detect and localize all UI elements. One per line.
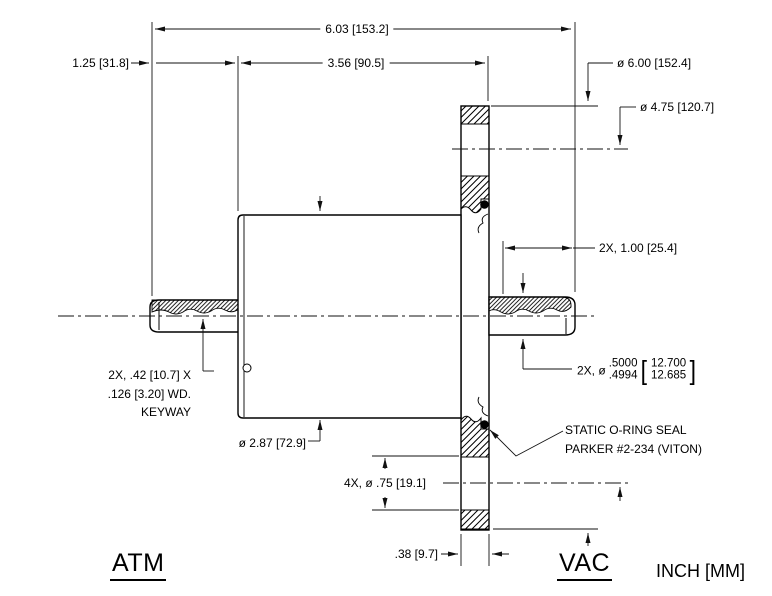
extension-lines (151, 22, 598, 566)
dim-bolt-holes: 4X, ø .75 [19.1] (341, 476, 429, 490)
dim-left-shaft-length: 1.25 [31.8] (72, 56, 129, 70)
flange-section (460, 105, 490, 531)
dim-body-length: 3.56 [90.5] (322, 56, 390, 70)
open-bracket: [ (641, 355, 648, 385)
centerlines (58, 148, 628, 484)
dim-overall-length: 6.03 [153.2] (320, 22, 394, 36)
oring-cross-sections (480, 200, 489, 429)
close-bracket: ] (689, 355, 697, 385)
keyway-note: 2X, .42 [10.7] X .126 [3.20] WD. KEYWAY (107, 368, 191, 419)
dim-bolt-circle: ø 4.75 [120.7] (640, 100, 715, 114)
dim-flange-od: ø 6.00 [152.4] (617, 56, 692, 70)
dim-shaft-extension: 2X, 1.00 [25.4] (599, 241, 678, 255)
vac-label: VAC (557, 549, 613, 581)
units-label: INCH [MM] (656, 561, 745, 581)
dim-flange-thickness: .38 [9.7] (394, 547, 438, 561)
shaft-dia-inch-tolerance: .5000 .4994 (608, 357, 638, 381)
oring-note: STATIC O-RING SEAL PARKER #2-234 (VITON) (565, 423, 702, 456)
dim-shaft-diameter: 2X, ø .5000 .4994 [ 12.700 12.685 ] (577, 355, 697, 385)
atm-label: ATM (110, 549, 167, 581)
shaft-dia-mm-tolerance: 12.700 12.685 (650, 357, 687, 381)
dim-body-diameter: ø 2.87 [72.9] (238, 436, 306, 450)
shaft-dia-prefix: 2X, ø (577, 363, 606, 377)
body-outline (237, 214, 462, 419)
